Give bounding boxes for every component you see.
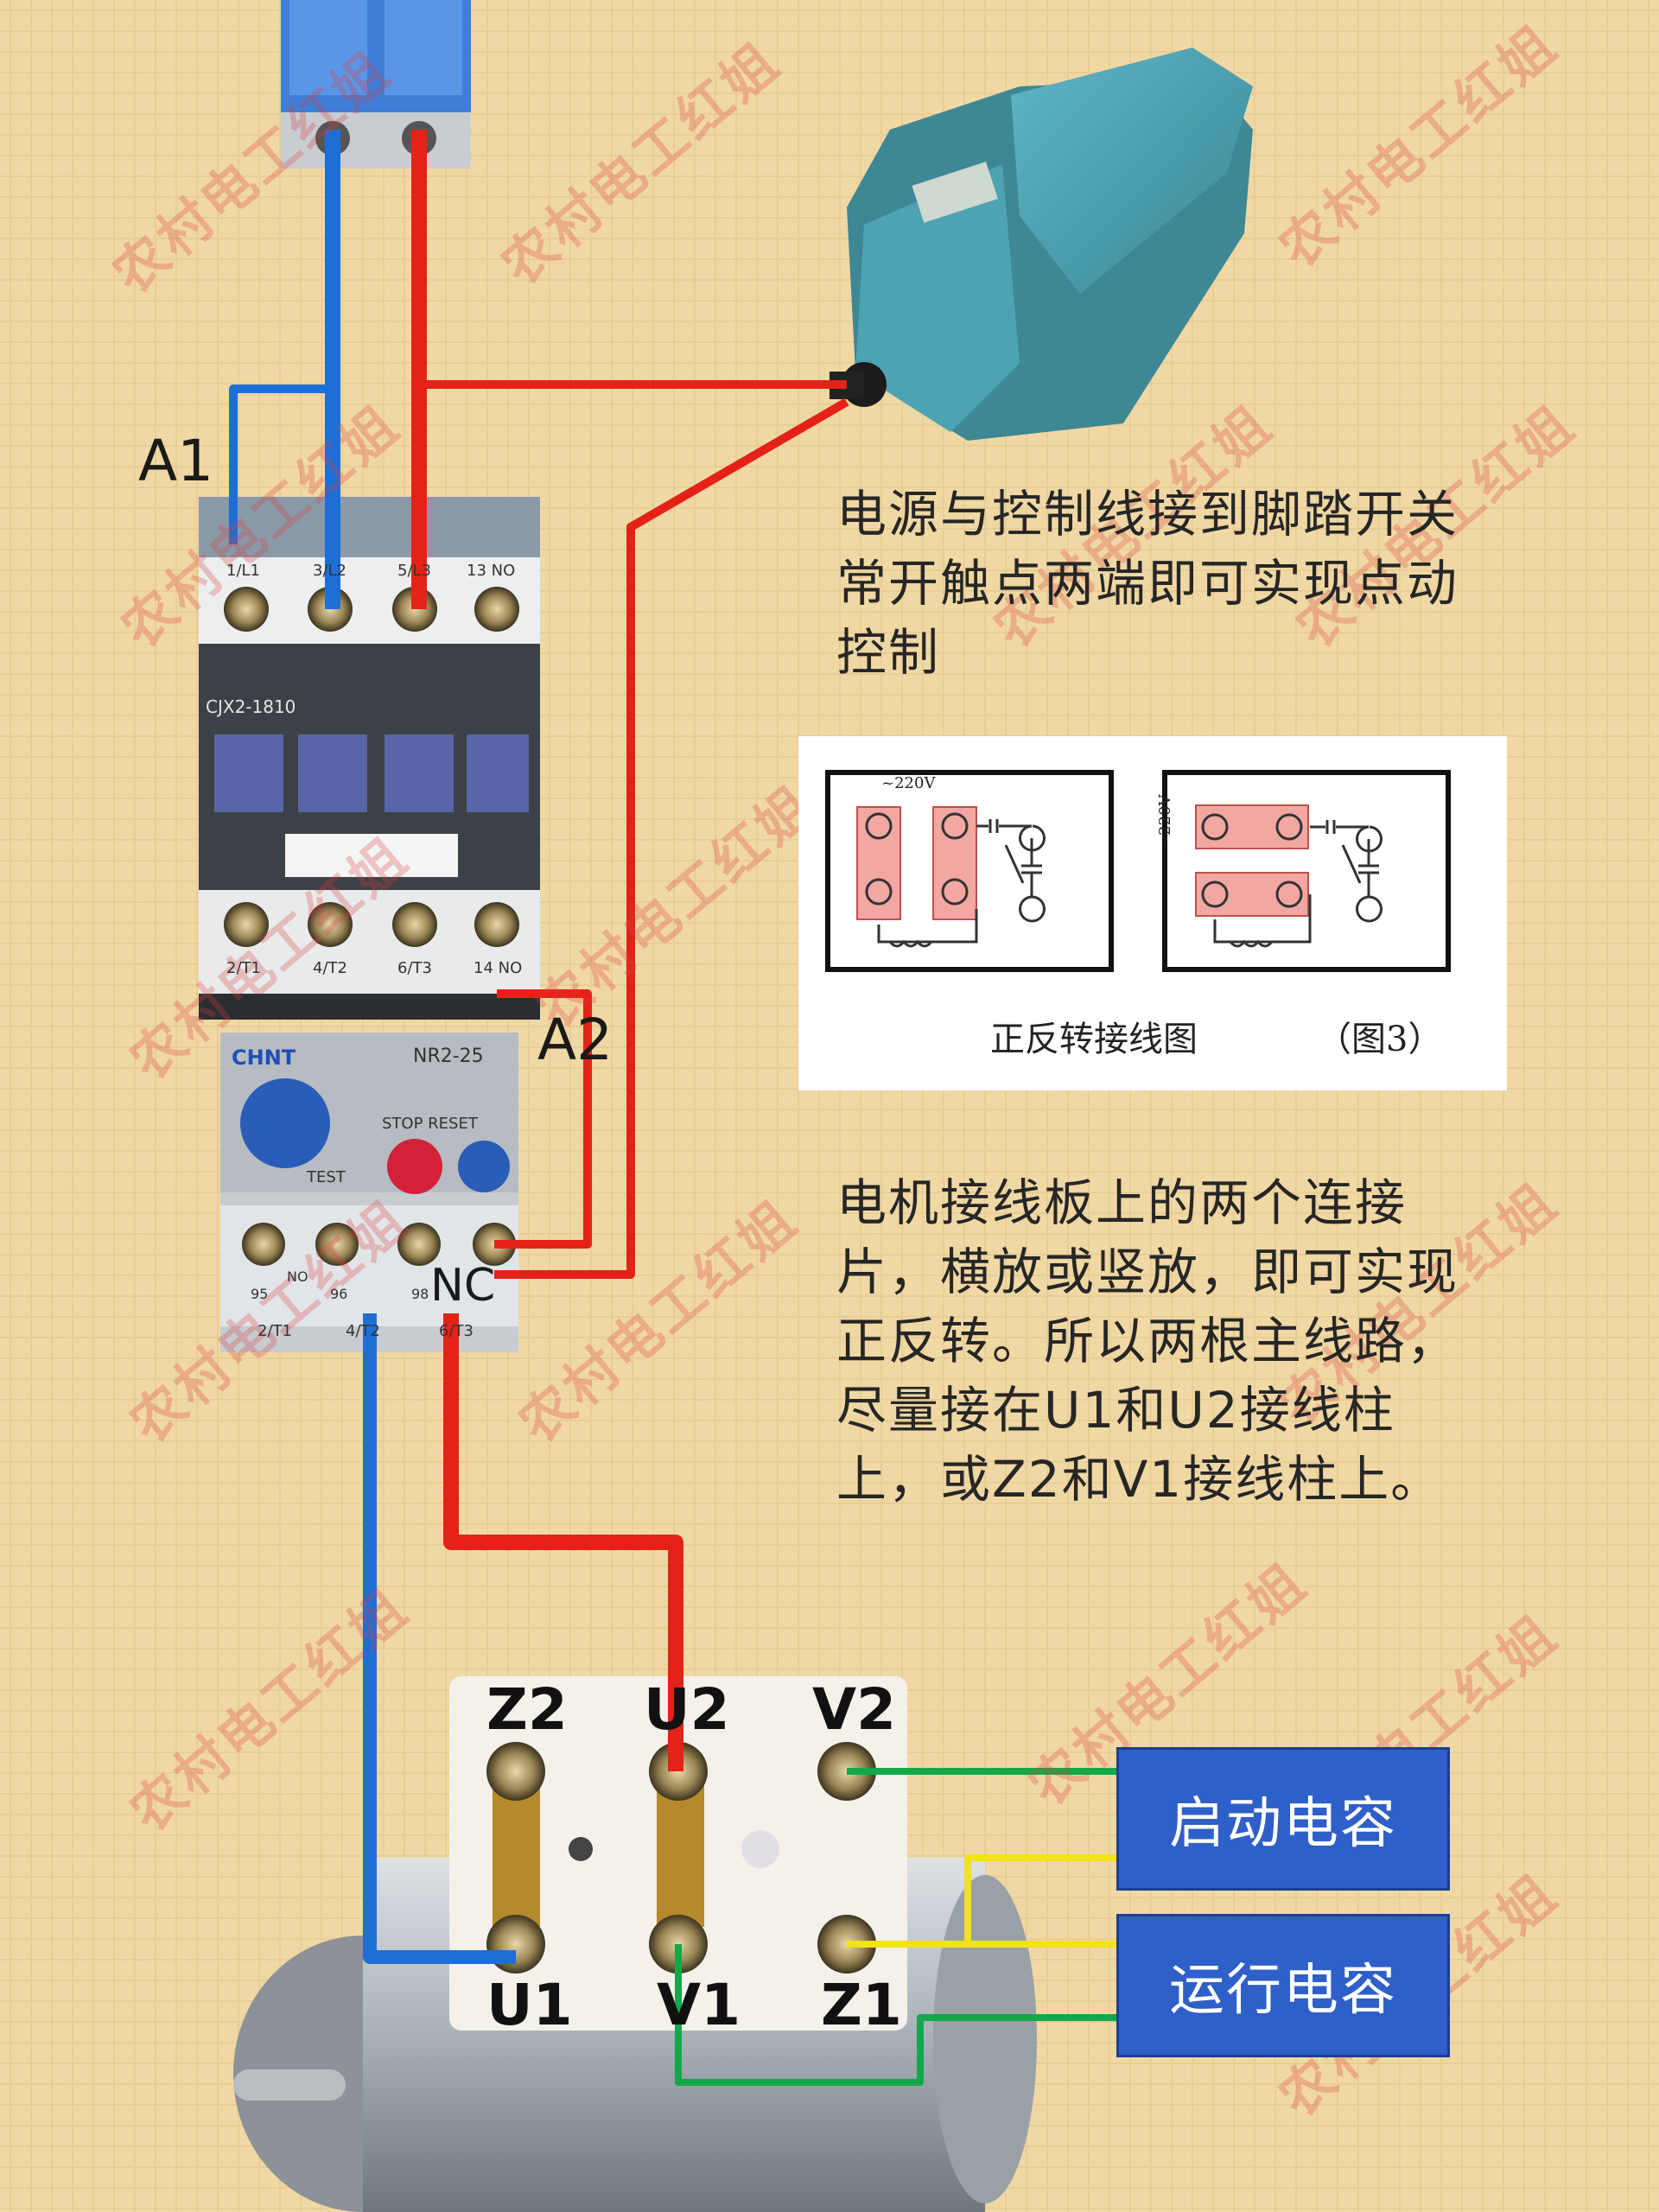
forward-reverse-inset: ~220V ~220V 正反转接线图 （图3）	[798, 736, 1507, 1090]
relay-terminal-no: NO	[287, 1268, 308, 1285]
inset-schematic	[825, 770, 1451, 972]
pedal-note: 电源与控制线接到脚踏开关常开触点两端即可实现点动控制	[836, 485, 1459, 682]
contactor-terminal-6: 4/T2	[313, 959, 347, 977]
circuit-breaker	[281, 0, 471, 168]
relay-terminal-98: 98	[411, 1286, 429, 1302]
label-nc: NC	[430, 1260, 496, 1312]
thermal-relay	[220, 1033, 518, 1352]
contactor-terminal-1: 1/L1	[226, 562, 260, 580]
relay-terminal-4t2: 4/T2	[346, 1322, 380, 1340]
inset-figure-number: （图3）	[1317, 1020, 1443, 1059]
contactor	[199, 497, 540, 1020]
motor-terminal-block	[449, 1676, 907, 2031]
relay-terminal-96: 96	[330, 1286, 348, 1302]
terminal-z1: Z1	[821, 1972, 902, 2038]
run-capacitor-label: 运行电容	[1169, 1959, 1397, 2023]
label-a1: A1	[138, 428, 214, 494]
contactor-terminal-2: 3/L2	[313, 562, 346, 580]
contactor-terminal-4: 13 NO	[467, 562, 516, 580]
contactor-terminal-5: 2/T1	[226, 959, 261, 977]
terminal-v1: V1	[657, 1972, 741, 2038]
relay-stop-reset: STOP RESET	[382, 1115, 478, 1133]
terminal-z2: Z2	[486, 1676, 568, 1743]
relay-brand: CHNT	[232, 1046, 296, 1070]
terminal-v2: V2	[812, 1676, 897, 1743]
relay-terminal-6t3: 6/T3	[439, 1322, 474, 1340]
start-capacitor: 启动电容	[1116, 1747, 1450, 1891]
label-a2: A2	[537, 1007, 613, 1073]
run-capacitor: 运行电容	[1116, 1914, 1450, 2057]
contactor-terminal-8: 14 NO	[474, 959, 523, 977]
inset-caption: 正反转接线图	[990, 1020, 1198, 1059]
wires	[229, 130, 1116, 2086]
contactor-terminal-7: 6/T3	[397, 959, 432, 977]
foot-pedal-switch	[830, 48, 1253, 441]
inset-voltage-side: ~220V	[1156, 794, 1174, 849]
relay-model: NR2-25	[413, 1046, 484, 1067]
terminal-u1: U1	[486, 1972, 573, 2038]
relay-terminal-2t1: 2/T1	[257, 1322, 292, 1340]
relay-terminal-95: 95	[251, 1286, 269, 1302]
motor-note: 电机接线板上的两个连接片，横放或竖放，即可实现正反转。所以两根主线路，尽量接在U…	[836, 1173, 1459, 1509]
terminal-u2: U2	[644, 1676, 730, 1743]
start-capacitor-label: 启动电容	[1169, 1792, 1397, 1856]
inset-voltage-top: ~220V	[881, 774, 936, 792]
contactor-terminal-3: 5/L3	[397, 562, 431, 580]
relay-test: TEST	[307, 1168, 346, 1186]
contactor-model: CJX2-1810	[206, 696, 296, 717]
